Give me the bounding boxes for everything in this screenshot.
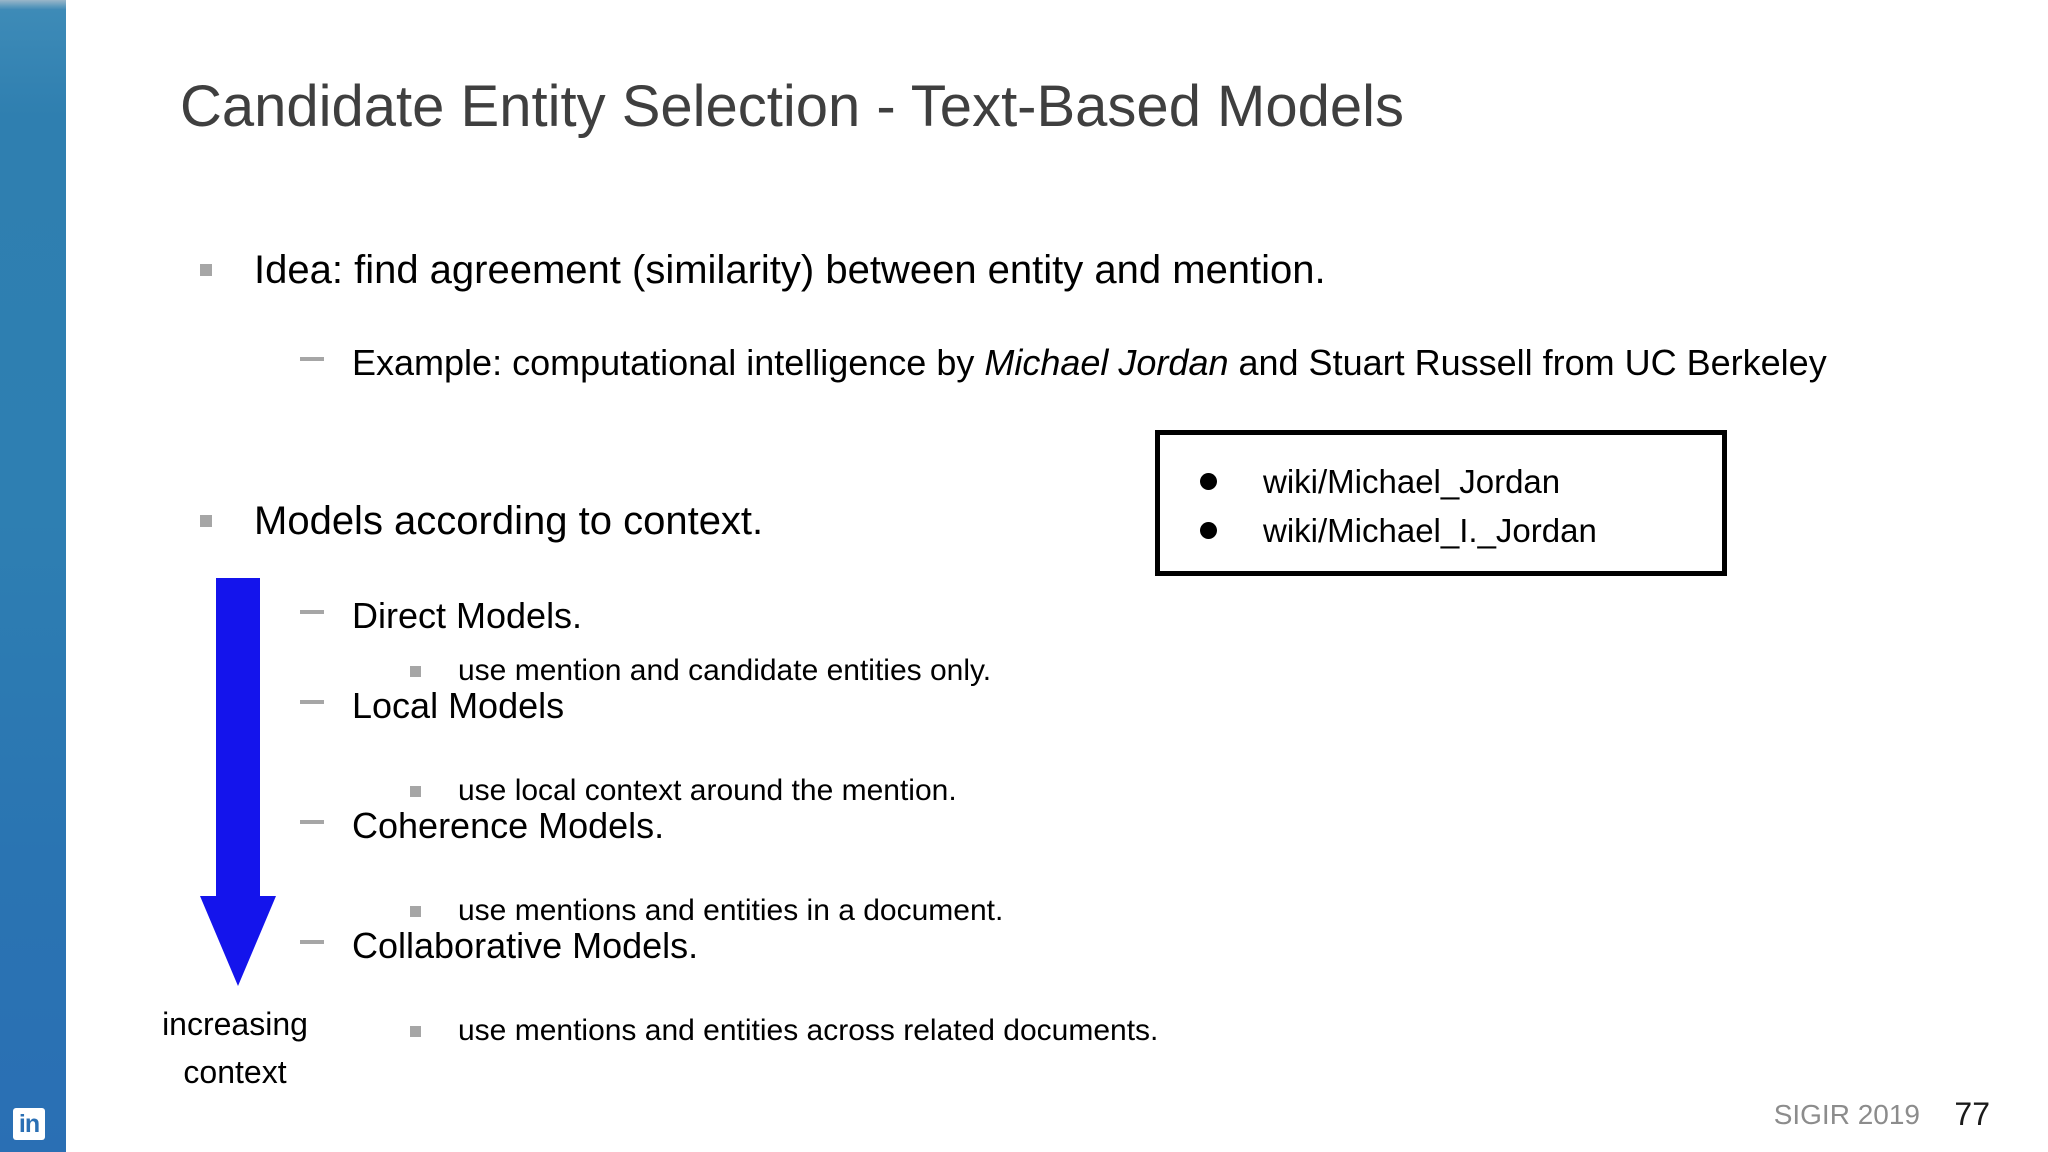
dash-bullet-icon <box>300 610 324 614</box>
dash-bullet-icon <box>300 820 324 824</box>
arrow-shaft <box>216 578 260 898</box>
accent-band-top-cap <box>0 0 66 10</box>
square-bullet-icon <box>410 906 421 917</box>
arrow-head <box>200 896 276 986</box>
model-item-collaborative: Collaborative Models. <box>300 918 1860 973</box>
linkedin-logo-text: in <box>18 1110 40 1138</box>
arrow-caption-line-2: context <box>183 1054 287 1090</box>
model-detail: use mention and candidate entities only. <box>458 654 992 687</box>
model-name: Collaborative Models. <box>352 925 699 966</box>
example-italic-entity: Michael Jordan <box>984 342 1229 383</box>
bullet-models: Models according to context. <box>200 497 1900 545</box>
square-bullet-icon <box>200 264 212 276</box>
bullet-models-label: Models according to context. <box>254 499 764 543</box>
model-detail-direct: use mention and candidate entities only. <box>410 652 1860 690</box>
model-detail-collaborative: use mentions and entities across related… <box>410 1012 1860 1050</box>
example-suffix: and Stuart Russell from UC Berkeley <box>1228 342 1827 383</box>
bullet-idea: Idea: find agreement (similarity) betwee… <box>200 246 1900 294</box>
round-bullet-icon <box>1200 473 1217 490</box>
model-name: Local Models <box>352 685 565 726</box>
model-detail: use mentions and entities across related… <box>458 1014 1159 1047</box>
page-title: Candidate Entity Selection - Text-Based … <box>180 74 1405 139</box>
bullet-example-label: Example: computational intelligence by M… <box>352 335 1827 390</box>
left-accent-band <box>0 0 66 1152</box>
list-item: wiki/Michael_Jordan <box>1200 457 1597 506</box>
example-prefix: Example: computational intelligence by <box>352 342 985 383</box>
arrow-caption-line-1: increasing <box>162 1006 308 1042</box>
candidate-entity-label: wiki/Michael_I._Jordan <box>1263 511 1597 549</box>
bullet-example: Example: computational intelligence by M… <box>300 335 1860 390</box>
arrow-caption: increasing context <box>110 1000 360 1096</box>
square-bullet-icon <box>410 1026 421 1037</box>
bullet-idea-label: Idea: find agreement (similarity) betwee… <box>254 248 1326 292</box>
model-name: Coherence Models. <box>352 805 665 846</box>
linkedin-logo: in <box>13 1108 45 1140</box>
square-bullet-icon <box>410 666 421 677</box>
dash-bullet-icon <box>300 940 324 944</box>
footer-conference-label: SIGIR 2019 <box>1773 1099 1920 1130</box>
dash-bullet-icon <box>300 700 324 704</box>
list-item: wiki/Michael_I._Jordan <box>1200 506 1597 555</box>
candidate-entities-box: wiki/Michael_Jordan wiki/Michael_I._Jord… <box>1155 430 1727 576</box>
round-bullet-icon <box>1200 522 1217 539</box>
model-item-coherence: Coherence Models. <box>300 798 1860 853</box>
square-bullet-icon <box>410 786 421 797</box>
dash-bullet-icon <box>300 357 324 361</box>
candidate-entity-label: wiki/Michael_Jordan <box>1263 462 1561 500</box>
increasing-context-arrow-icon <box>200 578 276 986</box>
footer-page-number: 77 <box>1954 1096 1990 1132</box>
candidate-entities-list: wiki/Michael_Jordan wiki/Michael_I._Jord… <box>1200 457 1597 555</box>
model-detail-coherence: use mentions and entities in a document. <box>410 892 1860 930</box>
model-detail-local: use local context around the mention. <box>410 772 1860 810</box>
model-name: Direct Models. <box>352 595 583 636</box>
model-detail: use local context around the mention. <box>458 774 957 807</box>
square-bullet-icon <box>200 515 212 527</box>
model-detail: use mentions and entities in a document. <box>458 894 1004 927</box>
model-item-local: Local Models <box>300 678 1860 733</box>
model-item-direct: Direct Models. <box>300 588 1860 643</box>
